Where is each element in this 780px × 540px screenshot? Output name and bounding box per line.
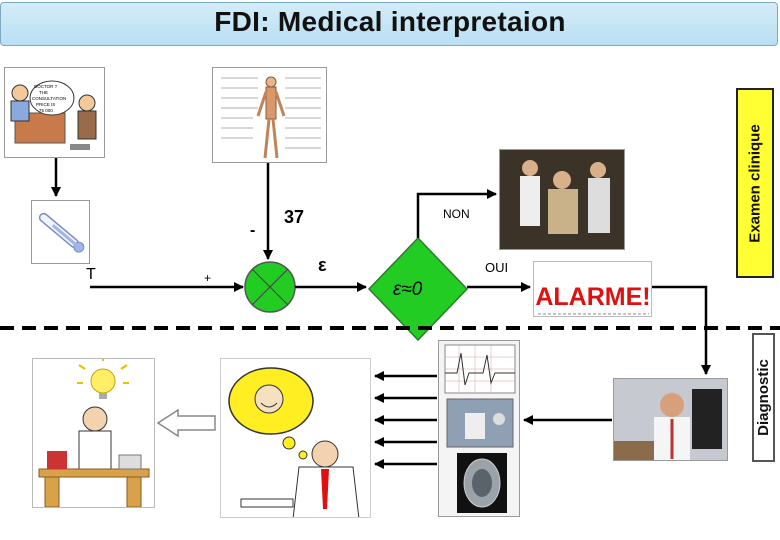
doctor-portrait-photo	[613, 378, 728, 461]
hollow-arrow-to-idea	[156, 408, 216, 438]
reception-comic-image: DOCTOR ? THE CONSULTATION PRICE IS 75 00…	[4, 67, 105, 158]
error-label: ε	[318, 255, 327, 275]
alarm-image: ALARME!	[533, 261, 652, 317]
oui-label: OUI	[485, 260, 509, 275]
page-title: FDI: Medical interpretaion	[214, 6, 566, 37]
idea-cartoon-image	[32, 358, 155, 508]
exams-illustration	[444, 344, 516, 513]
title-banner	[0, 2, 778, 46]
examen-clinique-box: Examen clinique	[736, 88, 774, 278]
speech-line-5: 75 000	[39, 108, 53, 113]
speech-line-3: CONSULTATION	[32, 96, 66, 101]
decision-diamond	[367, 236, 469, 342]
non-label: NON	[443, 207, 470, 221]
alarm-text: ALARME!	[535, 283, 650, 311]
doctor-illustration	[614, 379, 727, 460]
summing-junction-icon	[244, 261, 296, 313]
arrow-alarm-to-doctor	[652, 285, 711, 375]
thinking-doctor-illustration	[228, 367, 360, 517]
lightbulb-icon	[38, 359, 150, 507]
reception-illustration: DOCTOR ? THE CONSULTATION PRICE IS 75 00…	[10, 80, 97, 150]
medical-exams-strip	[438, 340, 520, 517]
decision-condition-label: ε≈0	[393, 279, 423, 300]
speech-line-1: DOCTOR ?	[34, 84, 58, 89]
anatomy-chart-image	[212, 67, 327, 163]
doctors-examining-photo	[499, 149, 625, 250]
plus-sign-label: +	[204, 271, 212, 285]
speech-line-4: PRICE IS	[36, 102, 55, 107]
thermometer-image	[31, 200, 90, 264]
diagnostic-box: Diagnostic	[752, 333, 775, 462]
speech-line-2: THE	[39, 90, 48, 95]
anatomy-illustration	[221, 76, 321, 159]
thinking-doctor-cartoon	[220, 358, 371, 518]
temperature-label: T	[86, 266, 96, 283]
minus-sign-label: -	[250, 222, 256, 239]
arrow-non-branch	[416, 189, 497, 238]
doctors-illustration	[500, 150, 624, 249]
thermometer-icon	[38, 212, 85, 253]
setpoint-label: 37	[284, 207, 305, 227]
alarm-illustration: ALARME!	[534, 262, 651, 316]
